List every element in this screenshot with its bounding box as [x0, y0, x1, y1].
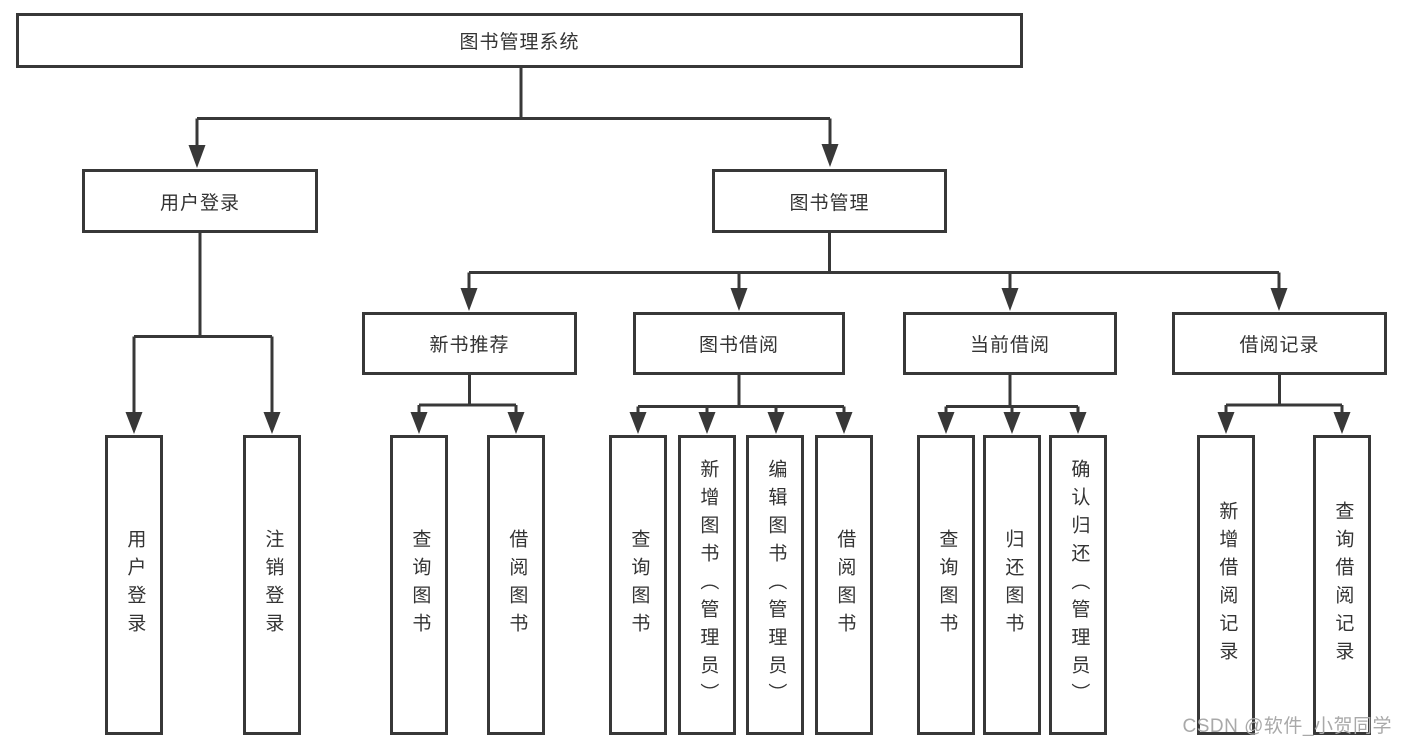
node-label: 借阅记录 — [1239, 335, 1320, 356]
leaf-borrow-books-recommend: 借阅图书 — [487, 435, 545, 735]
node-user-login: 用户登录 — [82, 169, 318, 233]
node-new-book-recommend: 新书推荐 — [362, 312, 577, 375]
connector-new-book-recommend-to-children — [410, 375, 525, 434]
leaf-label: 新增借阅记录 — [1216, 501, 1238, 669]
leaf-label: 注销登录 — [262, 529, 284, 641]
leaf-label: 借阅图书 — [834, 529, 856, 641]
node-book-borrow: 图书借阅 — [633, 312, 845, 375]
leaf-confirm-return-admin: 确认归还（管理员） — [1049, 435, 1107, 735]
connector-current-borrow-to-children — [937, 375, 1087, 434]
connector-borrow-records-to-children — [1217, 375, 1351, 434]
leaf-label: 查询图书 — [409, 529, 431, 641]
leaf-query-books-borrow: 查询图书 — [609, 435, 667, 735]
leaf-edit-book-admin: 编辑图书（管理员） — [746, 435, 804, 735]
leaf-label: 用户登录 — [124, 529, 146, 641]
node-label: 当前借阅 — [969, 335, 1050, 356]
node-book-management: 图书管理 — [712, 169, 947, 233]
node-label: 新书推荐 — [429, 335, 510, 356]
connector-root-to-level1 — [188, 68, 839, 168]
csdn-watermark: CSDN @软件_小贺同学 — [1182, 716, 1392, 737]
node-label: 图书管理 — [789, 192, 870, 214]
leaf-borrow-books: 借阅图书 — [815, 435, 873, 735]
leaf-label: 查询图书 — [936, 529, 958, 641]
node-label: 用户登录 — [159, 192, 240, 214]
node-root: 图书管理系统 — [16, 13, 1023, 68]
leaf-label: 编辑图书（管理员） — [765, 459, 787, 711]
node-label: 图书管理系统 — [459, 32, 580, 53]
leaf-label: 查询借阅记录 — [1332, 501, 1354, 669]
leaf-label: 归还图书 — [1002, 529, 1024, 641]
connector-book-management-to-level2 — [460, 233, 1288, 311]
leaf-label: 查询图书 — [628, 529, 650, 641]
node-label: 图书借阅 — [698, 335, 779, 356]
leaf-label: 借阅图书 — [506, 529, 528, 641]
leaf-user-login: 用户登录 — [105, 435, 163, 735]
node-borrow-records: 借阅记录 — [1172, 312, 1387, 375]
leaf-query-books-recommend: 查询图书 — [390, 435, 448, 735]
node-current-borrow: 当前借阅 — [903, 312, 1117, 375]
connector-book-borrow-to-children — [629, 375, 853, 434]
leaf-add-book-admin: 新增图书（管理员） — [678, 435, 736, 735]
leaf-query-borrow-record: 查询借阅记录 — [1313, 435, 1371, 735]
leaf-add-borrow-record: 新增借阅记录 — [1197, 435, 1255, 735]
leaf-logout: 注销登录 — [243, 435, 301, 735]
leaf-label: 新增图书（管理员） — [697, 459, 719, 711]
leaf-query-books-current: 查询图书 — [917, 435, 975, 735]
leaf-return-books: 归还图书 — [983, 435, 1041, 735]
leaf-label: 确认归还（管理员） — [1068, 459, 1090, 711]
connector-user-login-to-children — [125, 233, 281, 434]
